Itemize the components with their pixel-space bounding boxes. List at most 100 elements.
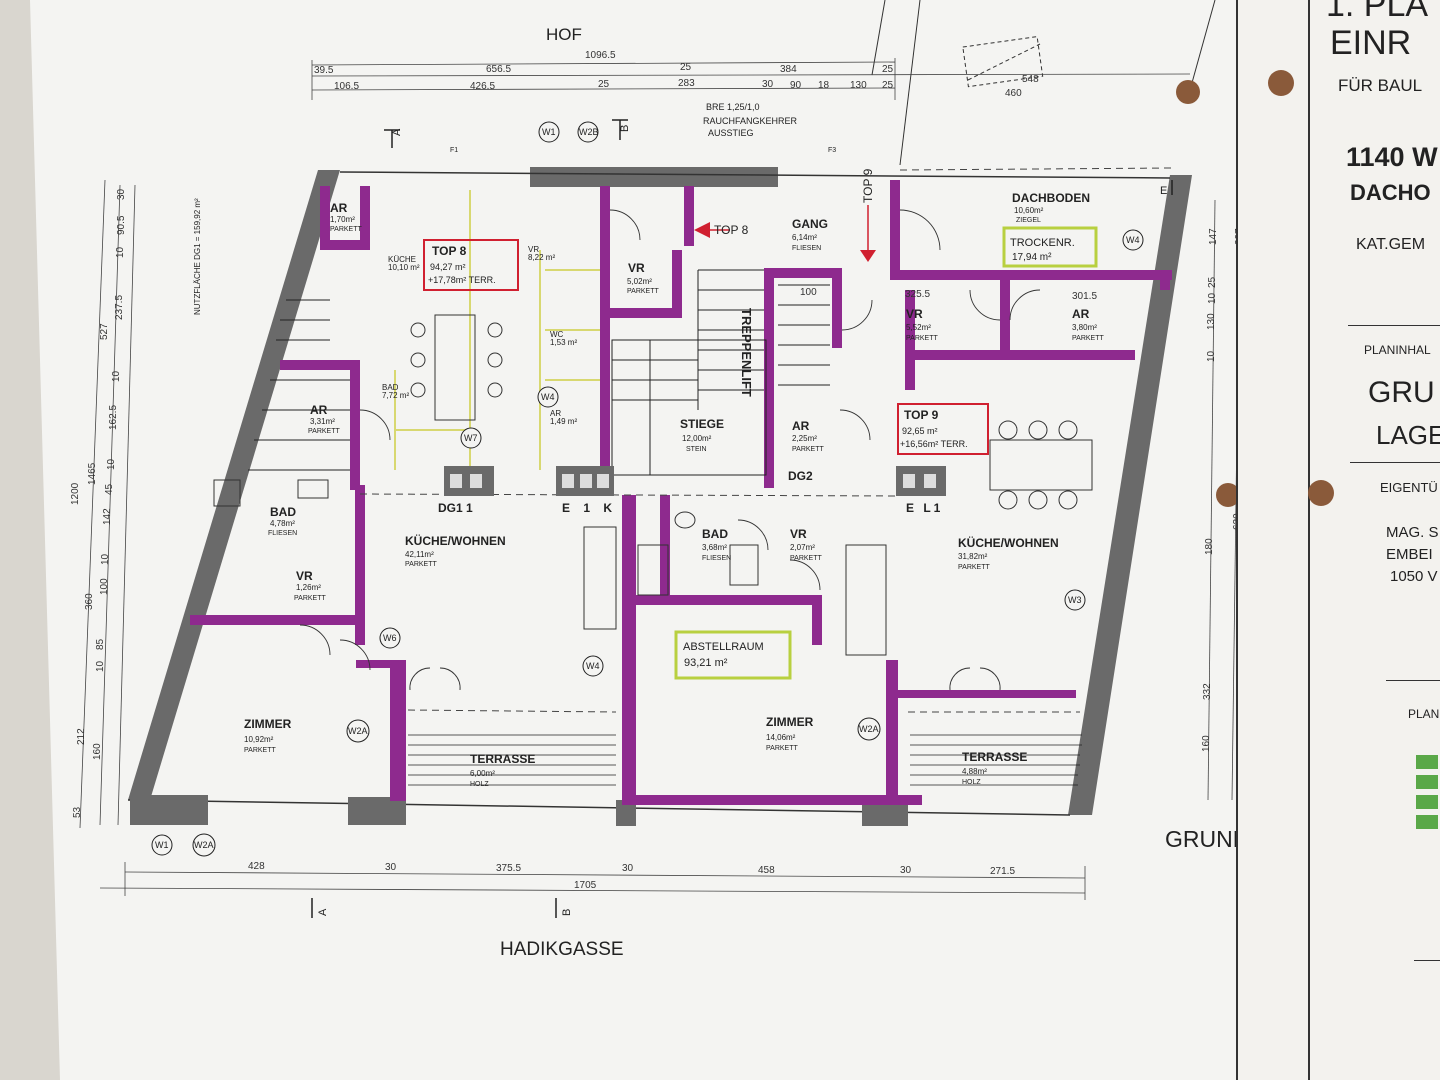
label-dg1: DG1 1 xyxy=(438,501,473,515)
room-floor: PARKETT xyxy=(244,747,276,754)
room-floor: PARKETT xyxy=(308,428,340,435)
punch-hole xyxy=(1308,480,1334,506)
dim-text: 25 xyxy=(1207,276,1218,288)
trocken-box xyxy=(1002,226,1098,268)
room-floor: PARKETT xyxy=(330,226,362,233)
abstell-box xyxy=(674,630,792,680)
window-labels: W1 W2B W4 W7 W4 W6 W2A W4 W2A W3 W1 W2A xyxy=(155,127,1140,850)
window-label: W6 xyxy=(383,633,397,643)
room-vr-4: VR 5,52m² PARKETT xyxy=(906,307,938,342)
room-name: ZIMMER xyxy=(766,715,814,729)
room-bad-2: BAD 3,68m² FLIESEN xyxy=(702,527,731,562)
room-vr-1: VR 1,26m² PARKETT xyxy=(294,569,326,602)
dim-text: 10 xyxy=(95,660,106,672)
room-area: 10,10 m² xyxy=(388,263,420,272)
tb-line-3: FÜR BAUL xyxy=(1338,76,1423,95)
tb-line-6: KAT.GEM xyxy=(1356,236,1426,253)
logo-block xyxy=(1416,795,1438,809)
room-area: 14,06m² xyxy=(766,733,796,742)
chimney-blocks xyxy=(444,466,946,496)
arrow-top8 xyxy=(694,222,710,238)
room-area: 4,78m² xyxy=(270,519,295,528)
dim-text: 10 xyxy=(100,553,111,565)
dim-text: 160 xyxy=(1201,735,1212,752)
window-label: W2A xyxy=(859,724,879,734)
room-name: KÜCHE/WOHNEN xyxy=(958,535,1059,550)
room-floor: PARKETT xyxy=(294,595,326,602)
top9-name: TOP 9 xyxy=(904,408,939,422)
top-dimensions: 1096.5 39.5 656.5 25 384 25 106.5 426.5 … xyxy=(314,50,1097,302)
dim-text: 1200 xyxy=(70,482,81,505)
dim-text: 212 xyxy=(76,728,87,745)
room-floor: PARKETT xyxy=(627,288,659,295)
dim-text: 100 xyxy=(800,287,817,298)
top8-name: TOP 8 xyxy=(432,244,467,258)
dim-text: 25 xyxy=(882,80,894,91)
room-name: ZIMMER xyxy=(244,717,292,731)
window-label: W4 xyxy=(586,661,600,671)
dim-text: 1096.5 xyxy=(585,50,616,61)
dim-text: 90.5 xyxy=(116,215,127,235)
label-nutzflaeche: NUTZFLÄCHE DG1 = 159,92 m² xyxy=(193,198,202,315)
room-ar-3: AR 3,31m² PARKETT xyxy=(308,403,340,435)
dim-text: 30 xyxy=(622,863,634,874)
dim-text: 548 xyxy=(1022,74,1039,85)
room-stiege: STIEGE 12,00m² STEIN xyxy=(680,417,724,453)
label-sec-e: E xyxy=(1160,185,1167,197)
room-name: VR xyxy=(906,307,923,321)
top9-box xyxy=(897,403,989,455)
tb-line-10: EIGENTÜ xyxy=(1380,480,1438,495)
room-floor: PARKETT xyxy=(1072,335,1104,342)
trocken-name: TROCKENR. xyxy=(1010,237,1075,249)
room-kueche-wohnen-1: KÜCHE/WOHNEN 42,11m² PARKETT xyxy=(405,533,506,568)
dim-text: 30 xyxy=(762,79,774,90)
label-sec-b-bot: B xyxy=(561,909,573,916)
room-area: 7,72 m² xyxy=(382,391,409,400)
room-area: 5,52m² xyxy=(906,323,931,332)
room-name: AR xyxy=(1072,307,1090,321)
room-kueche-wohnen-2: KÜCHE/WOHNEN 31,82m² PARKETT xyxy=(958,535,1059,571)
logo-block xyxy=(1416,755,1438,769)
room-ar-2: AR 1,49 m² xyxy=(550,409,577,426)
room-area: 5,02m² xyxy=(627,277,652,286)
room-area: 1,49 m² xyxy=(550,417,577,426)
room-area: 6,14m² xyxy=(792,233,817,242)
dim-text: 375.5 xyxy=(496,863,521,874)
room-name: TERRASSE xyxy=(962,750,1027,764)
window-label: W4 xyxy=(541,392,555,402)
dim-text: 180 xyxy=(1204,538,1215,555)
label-dg2: DG2 xyxy=(788,469,813,483)
dim-text: 384 xyxy=(780,64,797,75)
room-name: VR xyxy=(790,527,807,541)
label-rauchfang1: RAUCHFANGKEHRER xyxy=(703,116,798,126)
room-area: 31,82m² xyxy=(958,552,988,561)
dim-text: 142 xyxy=(102,508,113,525)
window-label: W7 xyxy=(464,433,478,443)
tb-line-14: PLAN xyxy=(1408,707,1440,721)
dim-text: 85 xyxy=(95,638,106,650)
tb-line-11: MAG. S xyxy=(1386,524,1439,541)
trocken-area: 17,94 m² xyxy=(1012,252,1052,263)
window-label: W1 xyxy=(155,840,169,850)
abstell-area: 93,21 m² xyxy=(684,657,728,669)
dim-text: 30 xyxy=(900,865,912,876)
title-block: 1. PLA EINR FÜR BAUL 1140 W DACHO KAT.GE… xyxy=(1236,0,1440,1080)
dim-text: 1705 xyxy=(574,880,597,891)
room-area: 10,60m² xyxy=(1014,206,1044,215)
room-area: 3,68m² xyxy=(702,543,727,552)
window-label: W1 xyxy=(542,127,556,137)
room-name: VR xyxy=(628,261,645,275)
dim-lines-top xyxy=(311,58,1191,100)
dim-text: 360 xyxy=(84,593,95,610)
room-floor: STEIN xyxy=(686,446,707,453)
room-bad-top8: BAD 7,72 m² xyxy=(382,383,409,400)
room-area: 12,00m² xyxy=(682,434,712,443)
room-floor: ZIEGEL xyxy=(1016,217,1041,224)
room-ar-4: AR 2,25m² PARKETT xyxy=(792,419,824,453)
dim-text: 25 xyxy=(680,62,692,73)
arrow-top9 xyxy=(860,250,876,262)
label-el1: E L1 xyxy=(906,501,943,515)
dim-text: 301.5 xyxy=(1072,291,1097,302)
tb-line-1: 1. PLA xyxy=(1326,0,1429,24)
